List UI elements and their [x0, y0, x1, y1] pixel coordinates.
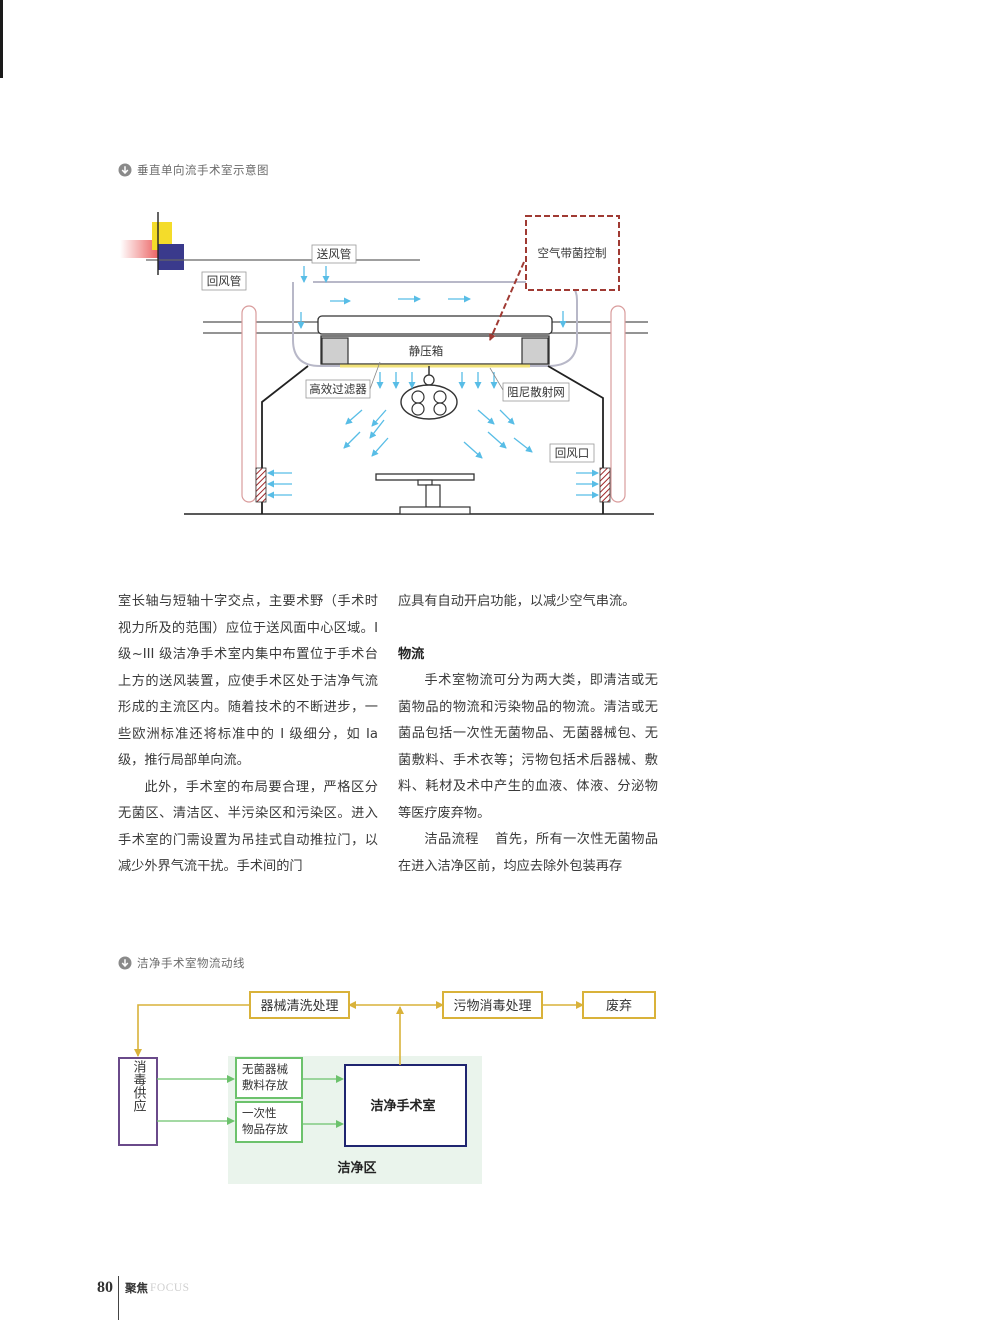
- return-air-ducts: [241, 305, 626, 503]
- body-right-column: 应具有自动开启功能，以减少空气串流。 物流 手术室物流可分为两大类，即清洁或无菌…: [398, 589, 658, 880]
- figure2-caption-text: 洁净手术室物流动线: [137, 956, 245, 970]
- left-paragraph-1: 室长轴与短轴十字交点，主要术野（手术时视力所及的范围）应位于送风面中心区域。I …: [118, 594, 378, 768]
- figure1-caption: 垂直单向流手术室示意图: [118, 162, 269, 178]
- right-paragraph-3: 洁品流程首先，所有一次性无菌物品在进入洁净区前，均应去除外包装再存: [398, 827, 658, 880]
- footer-divider: [118, 1276, 119, 1320]
- section-name-en: FOCUS: [150, 1282, 190, 1294]
- right-paragraph-2: 手术室物流可分为两大类，即清洁或无菌物品的物流和污染物品的物流。清洁或无菌品包括…: [398, 673, 658, 821]
- air-control-callout-box: [525, 215, 620, 291]
- cleaning-to-supply-arrow: [134, 1004, 250, 1057]
- return-duct-label: 回风管: [207, 274, 242, 288]
- air-control-label: 空气带菌控制: [538, 246, 607, 260]
- vertical-unidirectional-flow-diagram: 送风管 回风管 空气带菌控制 静压箱 高效过滤器 阻尼散射网 回风口: [120, 212, 654, 515]
- plenum-box: [320, 335, 550, 365]
- clean-or-box: [344, 1064, 467, 1147]
- figure2-caption: 洁净手术室物流动线: [118, 955, 245, 971]
- plenum-label: 静压箱: [409, 344, 444, 358]
- supply-duct-label: 送风管: [317, 247, 352, 261]
- sterile-storage-label-line1: 无菌器械: [242, 1062, 288, 1076]
- instrument-cleaning-label: 器械清洗处理: [260, 999, 338, 1014]
- body-left-column: 室长轴与短轴十字交点，主要术野（手术时视力所及的范围）应位于送风面中心区域。I …: [118, 589, 378, 881]
- clean-or-label: 洁净手术室: [370, 1098, 435, 1114]
- clean-goods-flow-lead: 洁品流程: [424, 832, 479, 847]
- disposable-storage-box: [235, 1101, 303, 1143]
- page-number: 80: [97, 1279, 113, 1296]
- right-paragraph-1: 应具有自动开启功能，以减少空气串流。: [398, 594, 636, 609]
- section-heading-logistics: 物流: [398, 646, 425, 662]
- disposable-storage-label-line1: 一次性: [242, 1106, 277, 1120]
- page-footer: 80 聚焦 FOCUS: [97, 1266, 190, 1320]
- operating-table: [375, 473, 475, 515]
- hepa-filter-left: [321, 337, 349, 365]
- section-name-cn: 聚焦: [125, 1281, 148, 1295]
- hepa-filter-right: [521, 337, 549, 365]
- arrow-down-circle-icon: [118, 956, 132, 970]
- discard-label: 废弃: [606, 998, 632, 1014]
- clean-zone-label: 洁净区: [337, 1160, 376, 1176]
- damping-net-label: 阻尼散射网: [507, 385, 565, 399]
- decorative-color-blocks: [120, 212, 420, 275]
- clean-or-logistics-flowchart: 器械清洗处理 污物消毒处理 废弃 消毒供应 无菌器械 敷料存放 一次性 物品存放…: [118, 991, 656, 1184]
- sterile-storage-label-line2: 敷料存放: [242, 1078, 288, 1092]
- sterile-storage-box: [235, 1057, 303, 1099]
- left-paragraph-2: 此外，手术室的布局要合理，严格区分无菌区、清洁区、半污染区和污染区。进入手术室的…: [118, 779, 378, 875]
- clean-goods-flow-text: 首先，所有一次性无菌物品在进入洁净区前，均应去除外包装再存: [398, 832, 659, 874]
- return-outlet-label: 回风口: [555, 446, 590, 460]
- airflow-arrows: [267, 266, 599, 499]
- arrow-down-circle-icon: [118, 163, 132, 177]
- disinfection-supply-label: 消毒供应: [131, 1060, 147, 1112]
- room-wall-left: [261, 365, 309, 514]
- surgical-lamp: [400, 366, 458, 420]
- crop-mark: [0, 0, 3, 78]
- air-control-callout-arrow: [489, 261, 525, 341]
- figure1-caption-text: 垂直单向流手术室示意图: [137, 163, 269, 177]
- disinfection-supply-box: [118, 1057, 158, 1146]
- return-grille-left: [255, 467, 267, 503]
- waste-disinfection-label: 污物消毒处理: [453, 999, 531, 1014]
- hepa-filter-label: 高效过滤器: [309, 382, 367, 396]
- return-grille-right: [599, 467, 611, 503]
- disposable-storage-label-line2: 物品存放: [242, 1122, 288, 1136]
